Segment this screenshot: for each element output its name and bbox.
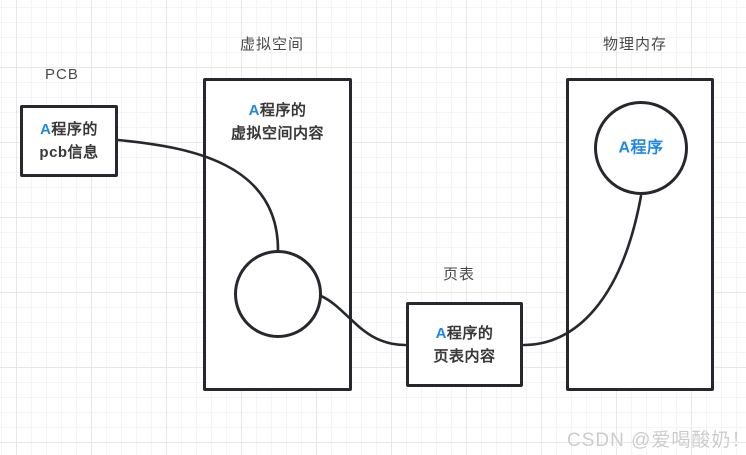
page-table-box: A程序的 页表内容 <box>406 302 523 387</box>
accent-letter: A <box>618 139 631 157</box>
pcb-info-line2: pcb信息 <box>39 144 99 161</box>
csdn-watermark: CSDN @爱喝酸奶！ <box>567 430 746 451</box>
virtual-space-text: A程序的 虚拟空间内容 <box>206 99 349 145</box>
page-table-line1: A程序的 <box>435 324 494 342</box>
program-a-text: A程序 <box>597 137 685 160</box>
pcb-info-text: A程序的 pcb信息 <box>23 118 115 164</box>
accent-letter: A <box>248 102 260 119</box>
accent-letter: A <box>435 324 447 342</box>
pcb-info-box: A程序的 pcb信息 <box>20 105 118 177</box>
label-page-table: 页表 <box>443 266 476 283</box>
virtual-space-line1: A程序的 <box>248 102 307 119</box>
pcb-info-line1: A程序的 <box>40 121 98 138</box>
virtual-space-page-circle <box>234 250 322 338</box>
label-virtual-space: 虚拟空间 <box>240 36 305 53</box>
label-pcb: PCB <box>45 66 79 83</box>
virtual-space-box: A程序的 虚拟空间内容 <box>203 78 352 391</box>
page-table-text: A程序的 页表内容 <box>409 322 520 368</box>
page-table-line2: 页表内容 <box>433 347 496 365</box>
virtual-space-line2: 虚拟空间内容 <box>230 125 324 142</box>
program-a-line1: A程序 <box>618 139 664 157</box>
program-a-circle: A程序 <box>594 101 688 195</box>
label-physical-memory: 物理内存 <box>603 36 668 53</box>
accent-letter: A <box>40 121 52 138</box>
